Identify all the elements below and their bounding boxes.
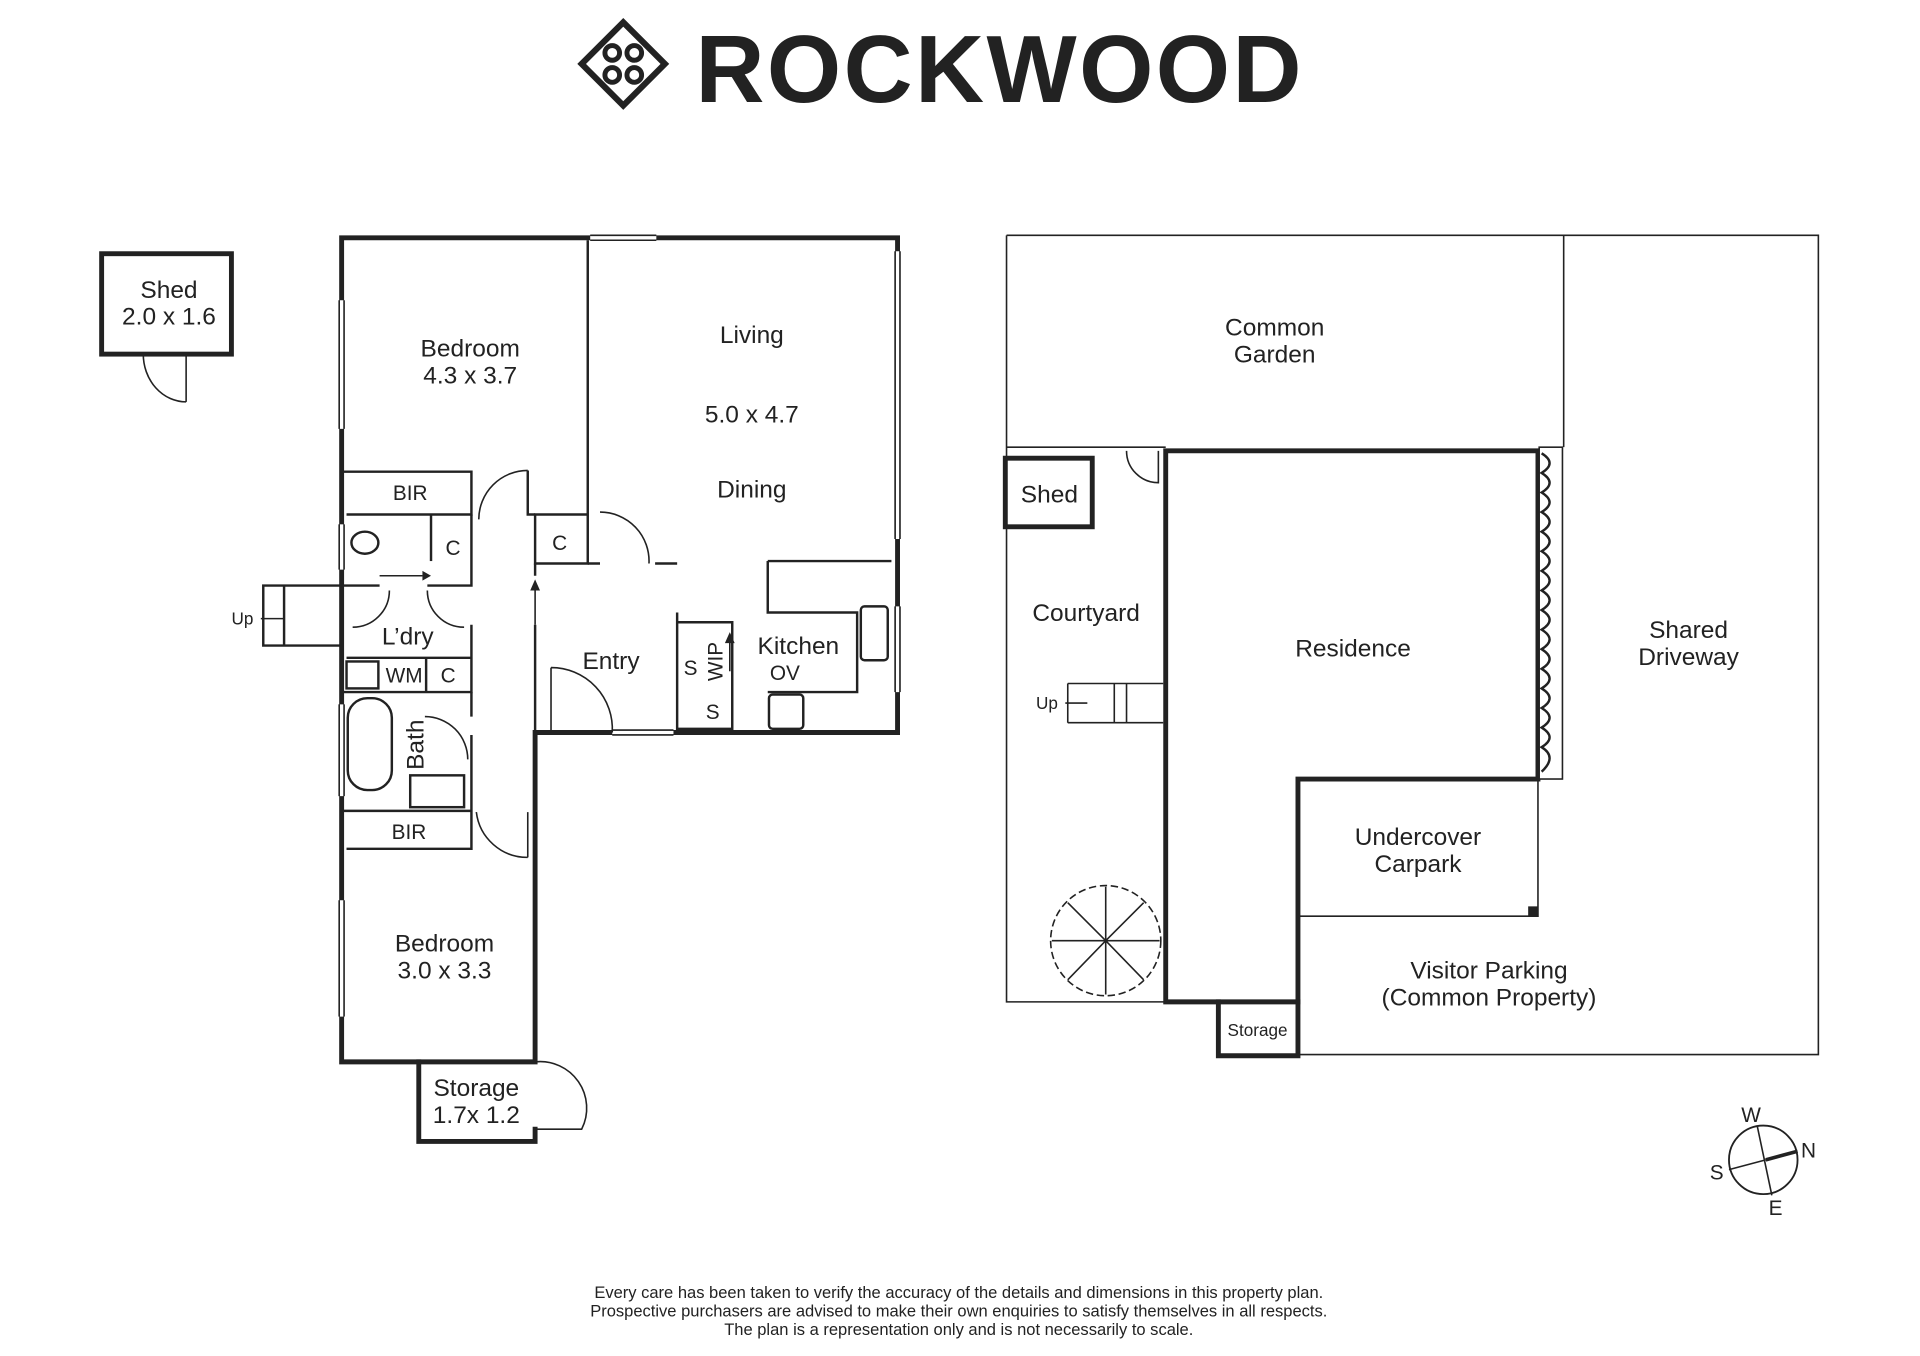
- residence-walls: [1163, 448, 1541, 1005]
- visitor-parking-label-2: (Common Property): [1382, 985, 1597, 1012]
- entry-steps: [262, 584, 342, 647]
- compass-south: S: [1710, 1161, 1724, 1184]
- disclaimer-line: Prospective purchasers are advised to ma…: [590, 1302, 1327, 1321]
- residence-label: Residence: [1295, 636, 1411, 663]
- site-boundary: [1005, 234, 1820, 1056]
- disclaimer: Every care has been taken to verify the …: [590, 1283, 1327, 1339]
- up-label: Up: [231, 609, 253, 629]
- storage-size: 1.7x 1.2: [433, 1102, 520, 1129]
- hedge-pattern: [1539, 452, 1551, 773]
- site-shed-label: Shed: [1021, 481, 1078, 508]
- window-lines: [338, 234, 901, 1017]
- shared-driveway-label-2: Driveway: [1638, 644, 1739, 671]
- arrow-icon: [530, 579, 540, 591]
- dining-label: Dining: [717, 476, 786, 503]
- brand-name: ROCKWOOD: [696, 17, 1304, 123]
- closet1-label: C: [446, 537, 461, 560]
- storage-walls: [416, 1059, 538, 1144]
- common-garden-label-2: Garden: [1234, 342, 1316, 369]
- kitchen-label: Kitchen: [758, 633, 840, 660]
- compass-north: N: [1801, 1139, 1816, 1162]
- arrow-icon: [422, 570, 432, 581]
- shelf1-label: S: [684, 657, 698, 680]
- site-storage: [1215, 999, 1301, 1059]
- shed-label: Shed: [140, 277, 197, 304]
- bedroom1-size: 4.3 x 3.7: [423, 363, 517, 390]
- bedroom2-label: Bedroom: [395, 931, 494, 958]
- courtyard-label: Courtyard: [1032, 600, 1139, 627]
- interior-walls: [341, 240, 892, 851]
- living-size: 5.0 x 4.7: [705, 402, 799, 429]
- rockwood-logo: ROCKWOOD: [577, 17, 1304, 123]
- gate-door: [1125, 450, 1160, 484]
- wm-label: WM: [386, 664, 423, 687]
- carpark-label-2: Carpark: [1374, 851, 1462, 878]
- bath-label: Bath: [403, 720, 430, 770]
- shared-driveway-label: Shared: [1649, 617, 1728, 644]
- closet3-label: C: [441, 664, 456, 687]
- laundry-label: L’dry: [382, 623, 434, 650]
- storage-label: Storage: [433, 1075, 519, 1102]
- logo-mark-icon: [577, 17, 670, 110]
- disclaimer-line: The plan is a representation only and is…: [724, 1320, 1193, 1339]
- shed-size: 2.0 x 1.6: [122, 304, 216, 331]
- doors: [352, 469, 731, 1131]
- shelf2-label: S: [706, 701, 720, 724]
- site-storage-label: Storage: [1228, 1020, 1288, 1040]
- site-plan: Common Garden Shed Courtyard Up Residenc…: [1002, 234, 1820, 1059]
- site-up-label: Up: [1036, 693, 1058, 713]
- post: [1528, 906, 1538, 917]
- common-garden-label: Common: [1225, 315, 1324, 342]
- site-shed: [1002, 455, 1095, 530]
- living-label: Living: [720, 322, 784, 349]
- compass-west: W: [1741, 1104, 1761, 1127]
- shed-walls: [99, 251, 234, 357]
- closet2-label: C: [552, 532, 567, 555]
- disclaimer-line: Every care has been taken to verify the …: [594, 1283, 1323, 1302]
- bedroom1-label: Bedroom: [421, 336, 520, 363]
- compass-east: E: [1769, 1197, 1783, 1220]
- carpark-label: Undercover: [1355, 824, 1481, 851]
- windows: [339, 235, 900, 1017]
- shed-door: [142, 354, 187, 403]
- compass-icon: [1728, 1124, 1799, 1196]
- bir1-label: BIR: [393, 482, 428, 505]
- floor-plan: Shed 2.0 x 1.6: [99, 234, 901, 1144]
- wip-label: WIP: [704, 642, 727, 681]
- oven-label: OV: [770, 662, 800, 685]
- entry-label: Entry: [582, 648, 640, 675]
- compass: W N S E: [1710, 1104, 1816, 1220]
- visitor-parking-label: Visitor Parking: [1410, 958, 1567, 985]
- bedroom2-size: 3.0 x 3.3: [398, 958, 492, 985]
- bir2-label: BIR: [392, 821, 427, 844]
- arrow-icon: [724, 632, 735, 644]
- tree-icon: [1049, 884, 1162, 997]
